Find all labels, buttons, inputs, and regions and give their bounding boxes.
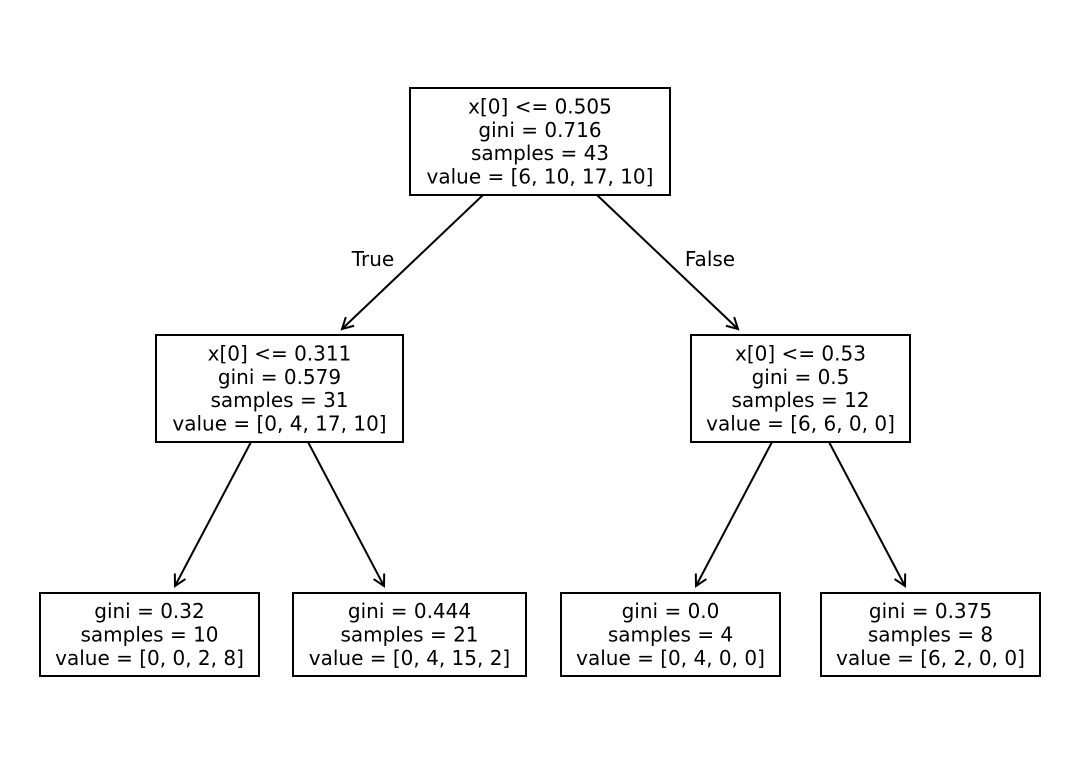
edges-layer <box>175 194 905 586</box>
node-line: samples = 31 <box>210 388 348 412</box>
edge-arrow-n0-n2 <box>596 194 738 329</box>
node-line: samples = 10 <box>80 623 218 647</box>
node-line: gini = 0.716 <box>478 118 601 142</box>
node-box <box>690 334 911 443</box>
node-line: x[0] <= 0.505 <box>468 95 612 119</box>
node-line: gini = 0.5 <box>752 365 850 389</box>
node-box <box>292 592 527 677</box>
node-line: value = [0, 4, 0, 0] <box>576 646 765 670</box>
node-line: gini = 0.579 <box>218 365 341 389</box>
node-line: gini = 0.0 <box>622 599 720 623</box>
node-box <box>820 592 1041 677</box>
node-line: x[0] <= 0.311 <box>208 342 352 366</box>
edge-label-false: False <box>685 247 735 271</box>
node-line: x[0] <= 0.53 <box>735 342 866 366</box>
node-line: value = [6, 2, 0, 0] <box>836 646 1025 670</box>
node-line: value = [6, 6, 0, 0] <box>706 411 895 435</box>
edge-label-true: True <box>351 247 394 271</box>
node-line: value = [0, 4, 15, 2] <box>309 646 510 670</box>
edge-arrow-n2-n5 <box>696 441 773 586</box>
node-box <box>560 592 781 677</box>
node-line: samples = 4 <box>608 623 733 647</box>
edge-arrow-n0-n1 <box>342 194 484 329</box>
node-line: value = [0, 0, 2, 8] <box>55 646 244 670</box>
edge-arrow-n1-n3 <box>175 441 252 586</box>
node-line: value = [6, 10, 17, 10] <box>427 164 654 188</box>
node-line: gini = 0.444 <box>348 599 471 623</box>
node-line: value = [0, 4, 17, 10] <box>172 411 386 435</box>
node-line: samples = 8 <box>868 623 993 647</box>
node-line: gini = 0.32 <box>94 599 205 623</box>
edge-arrow-n1-n4 <box>307 441 384 586</box>
node-box <box>409 87 671 196</box>
node-line: samples = 21 <box>340 623 478 647</box>
edge-arrow-n2-n6 <box>828 441 905 586</box>
node-line: samples = 12 <box>731 388 869 412</box>
node-line: samples = 43 <box>471 141 609 165</box>
edge-labels-layer: True False <box>351 247 735 271</box>
node-box <box>39 592 260 677</box>
node-line: gini = 0.375 <box>869 599 992 623</box>
node-box <box>155 334 404 443</box>
